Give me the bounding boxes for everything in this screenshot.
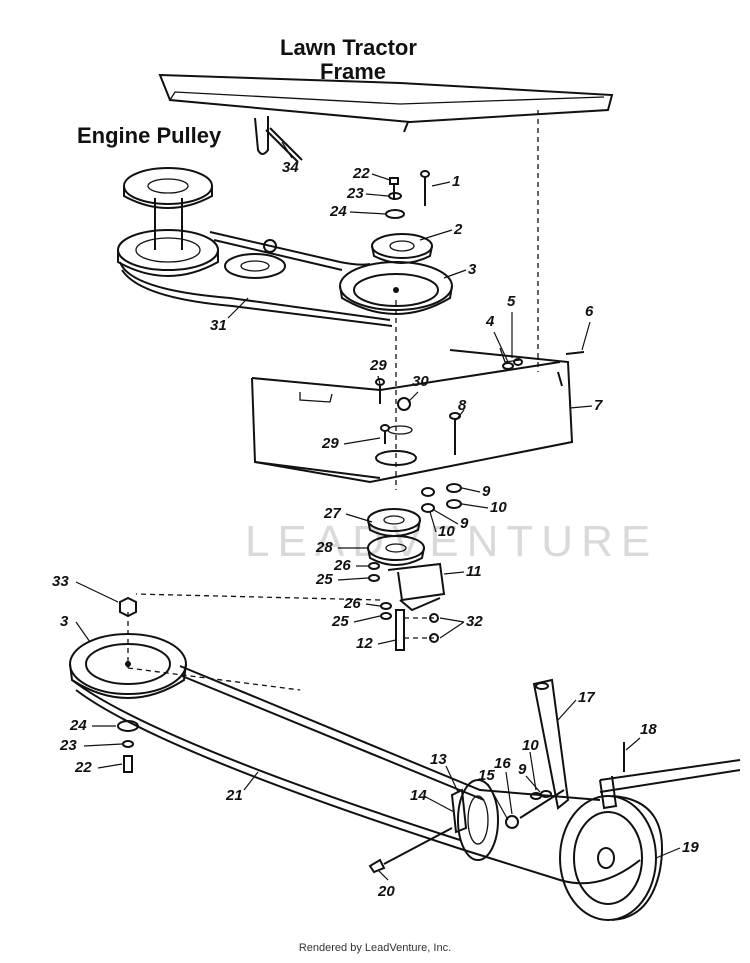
callout: 9 [482,483,491,500]
pulley-19 [559,795,663,921]
callout: 3 [60,613,69,630]
callout: 34 [282,159,299,176]
callout: 22 [352,165,370,182]
callout: 21 [225,787,243,804]
callout: 10 [522,737,539,754]
callout: 6 [585,303,594,320]
idler-arm-11 [368,562,446,651]
hardware-upper [385,170,430,219]
callout: 24 [329,203,347,220]
washers-9-10 [421,483,462,513]
callout: 26 [333,557,351,574]
callout: 4 [485,313,495,330]
tension-bracket [450,779,565,861]
leader-lines [75,141,681,881]
tractor-frame [158,73,614,163]
callout: 10 [490,499,507,516]
callout: 8 [458,397,467,414]
callout: 25 [331,613,349,630]
engine-pulley [117,167,219,277]
callout: 17 [578,689,595,706]
callout: 20 [377,883,395,900]
callout: 32 [466,613,483,630]
callout: 33 [52,573,69,590]
callout: 12 [356,635,373,652]
hardware-bracket [375,378,461,455]
callouts: 34 22 23 24 1 2 3 31 5 4 6 29 30 8 7 29 … [52,159,699,900]
pulley-3-upper [339,261,453,315]
callout: 30 [412,373,429,390]
callout: 26 [343,595,361,612]
callout: 14 [410,787,427,804]
callout: 10 [438,523,455,540]
callout: 3 [468,261,477,278]
callout: 18 [640,721,657,738]
callout: 15 [478,767,495,784]
callout: 9 [518,761,527,778]
callout: 23 [59,737,77,754]
belt-21 [71,665,641,885]
callout: 23 [346,185,364,202]
callout: 5 [507,293,516,310]
callout: 2 [453,221,463,238]
callout: 19 [682,839,699,856]
callout: 29 [321,435,339,452]
callout: 31 [210,317,227,334]
belt-31 [119,231,393,327]
idler-pulleys-27-28 [367,508,425,566]
callout: 29 [369,357,387,374]
watermark: LEADVENTURE [245,517,658,566]
callout: 16 [494,755,511,772]
callout: 24 [69,717,87,734]
pulley-2 [371,233,433,264]
callout: 25 [315,571,333,588]
lever-17 [532,678,570,810]
callout: 7 [594,397,603,414]
hardware-4-5-6 [502,351,585,370]
title-engine-pulley: Engine Pulley [77,123,222,148]
callout: 9 [460,515,469,532]
callout: 1 [452,173,460,190]
title-frame-line1: Lawn Tractor [280,35,417,60]
bracket-7 [251,347,574,484]
spring-20 [368,827,453,874]
callout: 28 [315,539,333,556]
idler-pulley-upper [224,239,286,279]
callout: 13 [430,751,447,768]
frame-bar [599,742,741,810]
callout: 27 [323,505,341,522]
pulley-3-lower [69,633,187,699]
callout: 22 [74,759,92,776]
washers-lever [530,790,552,800]
callout: 11 [466,563,482,580]
footer-credit: Rendered by LeadVenture, Inc. [298,942,452,954]
nut-33 [119,596,137,618]
